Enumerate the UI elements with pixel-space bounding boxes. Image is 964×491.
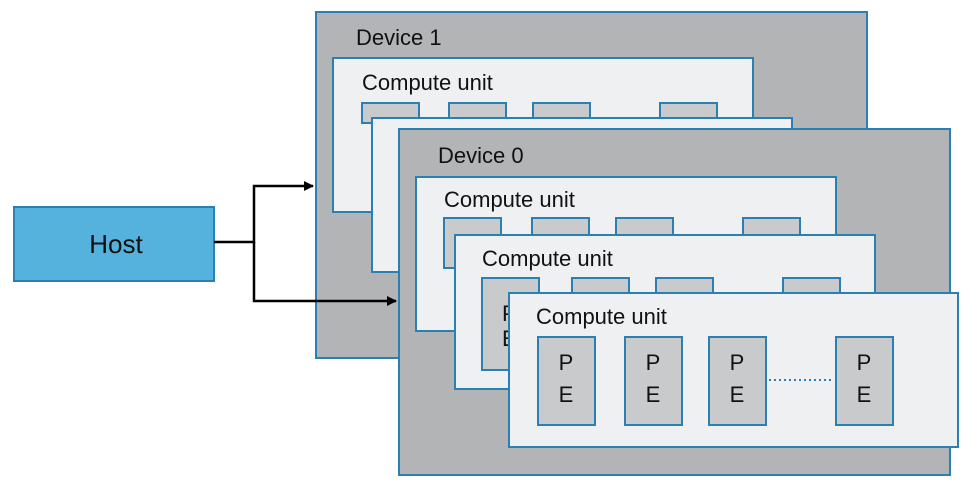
- pe-label-p: P: [857, 350, 872, 375]
- host-connectors: [214, 181, 397, 306]
- pe-label-e: E: [857, 382, 872, 407]
- processing-element: [835, 336, 894, 426]
- device-0-compute-unit-3: Compute unit P E P E P E P E: [508, 292, 959, 448]
- arrow-to-device-1: [214, 181, 314, 244]
- compute-unit-label: Compute unit: [362, 70, 493, 95]
- host-box: [13, 206, 215, 282]
- compute-unit-label: Compute unit: [536, 304, 667, 329]
- pe-label-e: E: [559, 382, 574, 407]
- device-0-label: Device 0: [438, 143, 524, 168]
- processing-element-2: P E: [624, 336, 683, 426]
- processing-element-1: P E: [537, 336, 596, 426]
- compute-unit-label: Compute unit: [482, 246, 613, 271]
- device-1-label: Device 1: [356, 25, 442, 50]
- compute-unit-label: Compute unit: [444, 187, 575, 212]
- pe-label-p: P: [730, 350, 745, 375]
- pe-label-e: E: [730, 382, 745, 407]
- arrow-to-device-0: [252, 242, 397, 306]
- processing-element: [708, 336, 767, 426]
- pe-label-p: P: [559, 350, 574, 375]
- device-0: Device 0 Compute unit Compute unit P E C…: [398, 128, 959, 476]
- processing-element: [624, 336, 683, 426]
- processing-element-n: P E: [835, 336, 894, 426]
- processing-element: [537, 336, 596, 426]
- processing-element-3: P E: [708, 336, 767, 426]
- pe-label-e: E: [646, 382, 661, 407]
- pe-label-p: P: [646, 350, 661, 375]
- host-label: Host: [89, 229, 143, 259]
- host: Host: [13, 206, 215, 282]
